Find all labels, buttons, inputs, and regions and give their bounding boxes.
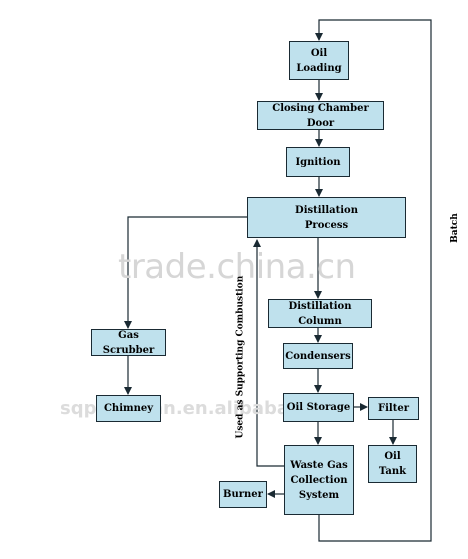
node-ignition: Ignition — [286, 147, 350, 177]
node-condensers: Condensers — [283, 343, 353, 369]
node-closing-chamber-door: Closing Chamber Door — [257, 101, 384, 130]
label-batch: Batch — [450, 213, 460, 243]
label-used-as-supporting-combustion: Used as Supporting Combustion — [235, 275, 246, 439]
arrow-process-to-scrubber — [124, 216, 247, 329]
node-chimney: Chimney — [96, 395, 161, 422]
node-distillation-column: Distillation Column — [268, 299, 372, 328]
node-burner: Burner — [219, 481, 267, 508]
batch-loop-line — [315, 19, 432, 542]
node-oil-tank: Oil Tank — [368, 445, 417, 483]
node-distillation-process: Distillation Process — [247, 197, 406, 238]
node-oil-loading: Oil Loading — [289, 41, 349, 80]
node-filter: Filter — [368, 397, 419, 420]
node-gas-scrubber: Gas Scrubber — [91, 329, 166, 356]
arrow-wastegas-to-process — [253, 239, 284, 467]
node-waste-gas-collection-system: Waste Gas Collection System — [284, 445, 354, 515]
node-oil-storage: Oil Storage — [283, 393, 354, 422]
